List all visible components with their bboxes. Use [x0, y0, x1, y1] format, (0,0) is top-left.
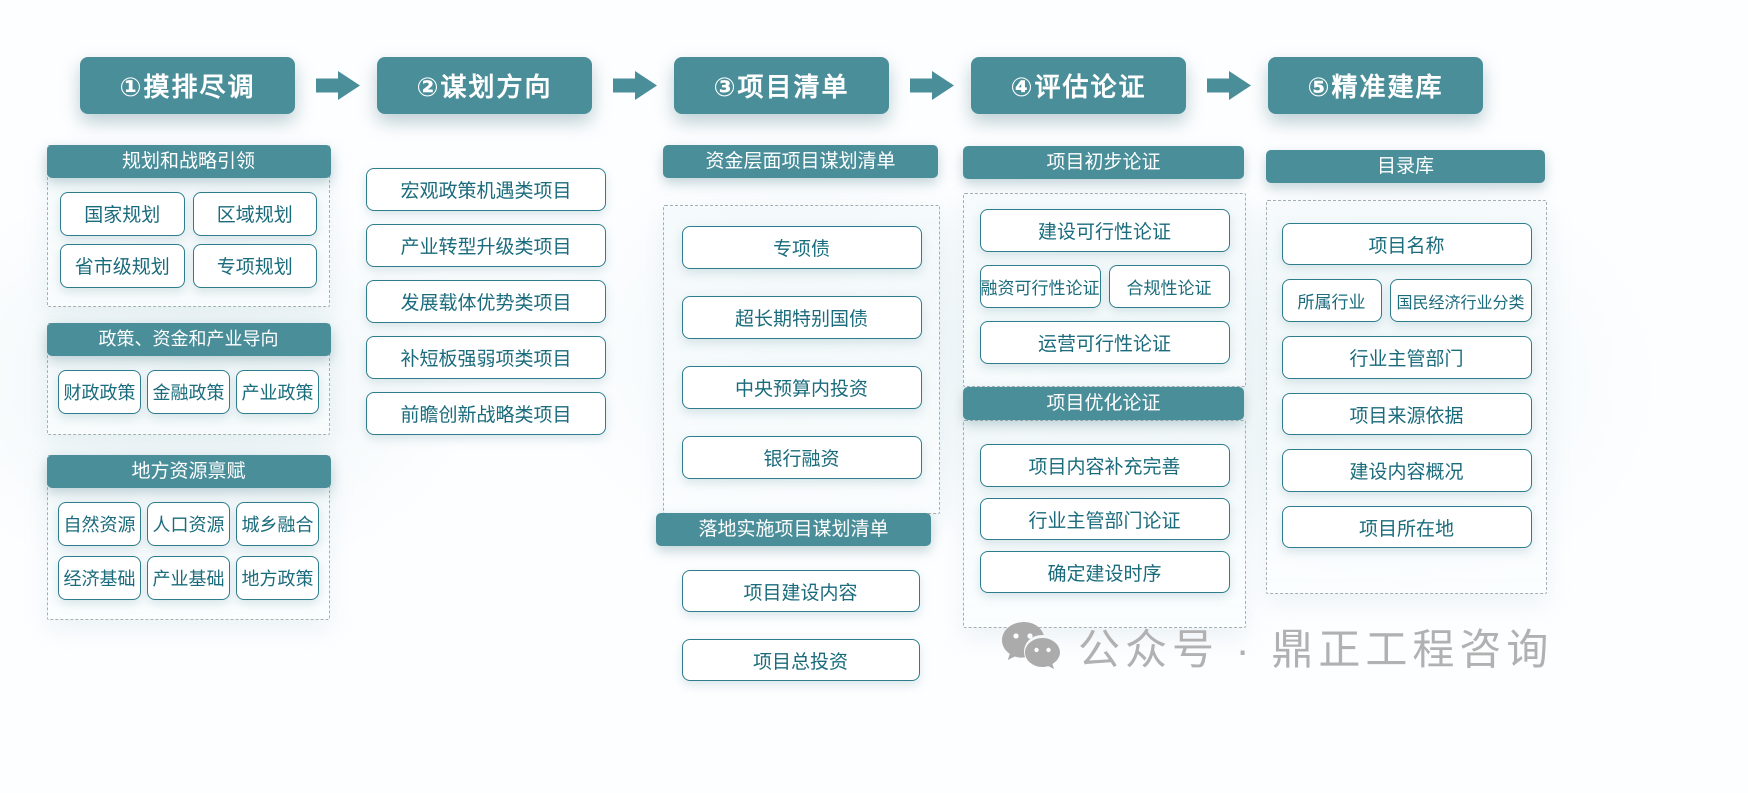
catalog-title-bar: 目录库 [1266, 150, 1545, 183]
arrow-right-icon [910, 71, 954, 100]
group-items: 国家规划 区域规划 省市级规划 专项规划 [48, 178, 329, 288]
implementation-list-title-bar: 落地实施项目谋划清单 [656, 513, 931, 546]
group-local-resources: 地方资源禀赋 自然资源 人口资源 城乡融合 经济基础 产业基础 地方政策 [46, 454, 331, 620]
item-project-name: 项目名称 [1281, 223, 1532, 265]
step-header-2: ②谋划方向 [377, 57, 592, 114]
item-bank-financing: 银行融资 [681, 436, 922, 479]
implementation-list-box: 项目建设内容 项目总投资 [663, 556, 938, 681]
item-project-source: 项目来源依据 [1281, 393, 1532, 435]
item-economic-base: 经济基础 [58, 555, 141, 600]
watermark-text: 公众号 · 鼎正工程咨询 [1078, 626, 1554, 673]
group-planning-strategy: 规划和战略引领 国家规划 区域规划 省市级规划 专项规划 [46, 144, 331, 307]
step-header-1: ①摸排尽调 [80, 57, 295, 114]
item-content-completion: 项目内容补充完善 [979, 444, 1230, 487]
watermark: 公众号 · 鼎正工程咨询 [1000, 616, 1553, 677]
group-items: 财政政策 金融政策 产业政策 [48, 356, 329, 414]
item-regional-plan: 区域规划 [192, 191, 317, 236]
catalog-box: 项目名称 所属行业 国民经济行业分类 行业主管部门 项目来源依据 建设内容概况 … [1266, 200, 1547, 594]
optimization-title-bar: 项目优化论证 [963, 387, 1244, 420]
item-compliance-review: 合规性论证 [1108, 265, 1230, 308]
initial-evaluation-title-bar: 项目初步论证 [963, 146, 1244, 179]
item-industry-authority: 行业主管部门 [1281, 336, 1532, 379]
item-financial-policy: 金融政策 [147, 369, 230, 414]
item-fiscal-policy: 财政政策 [58, 369, 141, 414]
funding-list-box: 专项债 超长期特别国债 中央预算内投资 银行融资 [663, 205, 940, 514]
group-title-bar: 政策、资金和产业导向 [46, 322, 331, 356]
industry-pair-row: 所属行业 国民经济行业分类 [1281, 279, 1532, 322]
item-project-location: 项目所在地 [1281, 506, 1532, 548]
item-industry: 所属行业 [1281, 279, 1382, 322]
direction-list: 宏观政策机遇类项目 产业转型升级类项目 发展载体优势类项目 补短板强弱项类项目 … [366, 168, 606, 435]
item-financing-feasibility: 融资可行性论证 [979, 265, 1101, 308]
item-special-bonds: 专项债 [681, 226, 922, 269]
arrow-right-icon [1207, 71, 1251, 100]
item-population-resources: 人口资源 [147, 501, 230, 546]
item-local-policy: 地方政策 [236, 555, 319, 600]
initial-evaluation-box: 建设可行性论证 融资可行性论证 合规性论证 运营可行性论证 [963, 193, 1246, 387]
funding-list-title-bar: 资金层面项目谋划清单 [663, 145, 938, 178]
optimization-box: 项目内容补充完善 行业主管部门论证 确定建设时序 [963, 420, 1246, 628]
arrow-right-icon [316, 71, 360, 100]
item-ultra-long-bonds: 超长期特别国债 [681, 296, 922, 339]
item-authority-evaluation: 行业主管部门论证 [979, 498, 1230, 540]
step-header-3: ③项目清单 [674, 57, 889, 114]
item-industry-base: 产业基础 [147, 555, 230, 600]
item-provincial-plan: 省市级规划 [60, 243, 185, 288]
item-urban-rural: 城乡融合 [236, 501, 319, 546]
group-title-bar: 地方资源禀赋 [46, 454, 331, 488]
item-construction-feasibility: 建设可行性论证 [979, 209, 1230, 252]
step-header-4: ④评估论证 [971, 57, 1186, 114]
step-header-5: ⑤精准建库 [1268, 57, 1483, 114]
item-construction-content: 项目建设内容 [681, 570, 920, 612]
item-macro-policy-projects: 宏观政策机遇类项目 [366, 168, 606, 211]
item-carrier-advantage-projects: 发展载体优势类项目 [366, 280, 606, 323]
item-special-plan: 专项规划 [192, 243, 317, 288]
group-policy-funding-industry: 政策、资金和产业导向 财政政策 金融政策 产业政策 [46, 322, 331, 435]
group-title-bar: 规划和战略引领 [46, 144, 331, 178]
item-total-investment: 项目总投资 [681, 639, 920, 681]
item-natural-resources: 自然资源 [58, 501, 141, 546]
item-construction-sequence: 确定建设时序 [979, 551, 1230, 593]
item-central-budget: 中央预算内投资 [681, 366, 922, 409]
item-operation-feasibility: 运营可行性论证 [979, 321, 1230, 364]
item-innovation-projects: 前瞻创新战略类项目 [366, 392, 606, 435]
group-items: 自然资源 人口资源 城乡融合 经济基础 产业基础 地方政策 [48, 488, 329, 600]
wechat-icon [1000, 620, 1062, 674]
item-economy-classification: 国民经济行业分类 [1389, 279, 1532, 322]
item-industry-upgrade-projects: 产业转型升级类项目 [366, 224, 606, 267]
feasibility-pair-row: 融资可行性论证 合规性论证 [979, 265, 1230, 308]
item-national-plan: 国家规划 [60, 191, 185, 236]
item-shortboard-projects: 补短板强弱项类项目 [366, 336, 606, 379]
arrow-right-icon [613, 71, 657, 100]
item-industry-policy: 产业政策 [236, 369, 319, 414]
item-content-overview: 建设内容概况 [1281, 449, 1532, 492]
